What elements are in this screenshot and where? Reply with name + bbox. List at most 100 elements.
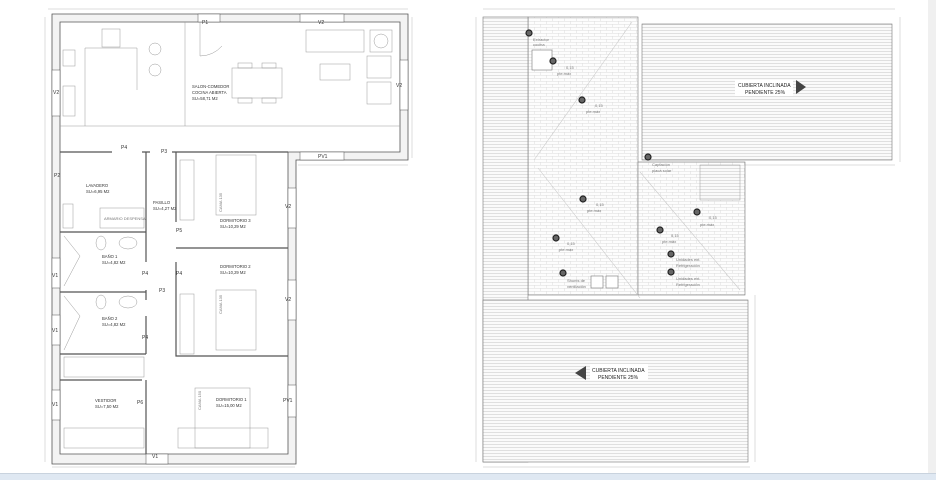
room-name: BAÑO 1 (102, 254, 118, 259)
room-name: COCINA ABIERTA (192, 90, 227, 95)
drain-icon (644, 153, 652, 161)
drain-icon (525, 29, 533, 37)
roof-notes: Extractor cocina 0,15 pte.máx 0,15 pte.m… (533, 37, 718, 289)
drain-icon (667, 250, 675, 258)
room-name: DORMITORIO 2 (220, 264, 251, 269)
opening-tag: V2 (53, 90, 59, 96)
note: Captación (652, 162, 670, 167)
label-background (590, 364, 648, 380)
ventilation-shunt (605, 275, 619, 289)
room-name: SALON-COMEDOR (192, 84, 229, 89)
opening-tag: V2 (285, 204, 291, 210)
note: 0,15 (567, 241, 576, 246)
note: Refrigeración (676, 263, 700, 268)
opening-tag: P4 (142, 335, 148, 341)
window-opening (145, 453, 169, 465)
window-opening (51, 257, 61, 289)
arrow-left-icon (575, 366, 586, 380)
arrow-right-icon (796, 80, 806, 94)
window-opening (51, 69, 61, 117)
roof-slope: PENDIENTE 25% (598, 375, 639, 381)
note: placa solar (652, 168, 672, 173)
opening-tag: V1 (152, 454, 158, 460)
room-area: SU=10,29 M2 (220, 224, 246, 229)
window-status-bar (0, 473, 936, 480)
architectural-drawing: SALON-COMEDOR COCINA ABIERTA SU=58,71 M2… (44, 8, 901, 468)
ventilation-shunt (590, 275, 604, 289)
drain-icon (559, 269, 567, 277)
room-labels: SALON-COMEDOR COCINA ABIERTA SU=58,71 M2… (86, 84, 251, 410)
opening-tag: PV1 (283, 398, 293, 404)
drain-icon (656, 226, 664, 234)
opening-tag: P1 (202, 20, 208, 26)
room-name: PASILLO (153, 200, 171, 205)
opening-tags: P1 V2 V2 V2 P4 P3 PV1 P2 V2 P5 P4 P4 P3 … (52, 20, 402, 460)
opening-tag: P5 (176, 228, 182, 234)
note: Extractor (533, 37, 550, 42)
beds (177, 154, 269, 449)
room-area: SU=15,00 M2 (216, 403, 242, 408)
opening-tag: V1 (52, 273, 58, 279)
room-area: SU=4,82 M2 (102, 260, 126, 265)
drain-icon (552, 234, 560, 242)
opening-tag: P3 (159, 288, 165, 294)
pitched-roof (482, 299, 749, 463)
furniture-label: ARMARIO DESPENSA (104, 216, 146, 221)
room-area: SU=4,82 M2 (102, 322, 126, 327)
slope-line (533, 21, 741, 299)
opening-tag: P6 (137, 400, 143, 406)
window-opening (299, 151, 345, 161)
drain-icon (693, 208, 701, 216)
room-area: SU=6,95 M2 (86, 189, 110, 194)
room-name: DORMITORIO 1 (216, 397, 247, 402)
note: 0,15 (671, 233, 680, 238)
room-area: SU=10,29 M2 (220, 270, 246, 275)
note: Refrigeración (676, 282, 700, 287)
roof-drains (525, 29, 701, 277)
opening-tag: P4 (121, 145, 127, 151)
room-name: VESTIDOR (95, 398, 116, 403)
opening-tag: V2 (318, 20, 324, 26)
note: ventilación (567, 284, 586, 289)
note: 0,15 (596, 202, 605, 207)
note: Unidades ext. (676, 257, 700, 262)
room-name: DORMITORIO 3 (220, 218, 251, 223)
room-area: SU=58,71 M2 (192, 96, 218, 101)
label-background (735, 80, 793, 96)
note: pte.máx (559, 247, 573, 252)
note: pte.máx (587, 208, 601, 213)
solar-panel (699, 164, 741, 201)
door-opening (197, 13, 221, 23)
room-area: SU=4,27 M2 (153, 206, 177, 211)
opening-tag: V2 (285, 297, 291, 303)
drain-icon (549, 57, 557, 65)
roof-slope: PENDIENTE 25% (745, 90, 786, 96)
kitchen-furniture (60, 22, 400, 127)
bathroom-fixtures (62, 159, 195, 449)
note: pte.máx (662, 239, 676, 244)
drain-icon (667, 268, 675, 276)
room-name: LAVADERO (86, 183, 109, 188)
living-furniture (231, 29, 393, 105)
room-name: BAÑO 2 (102, 316, 118, 321)
bed-label: CAMA 135 (218, 294, 223, 314)
window-scrollbar-edge (928, 0, 936, 474)
opening-tag: V1 (52, 328, 58, 334)
ground-floor-plan: SALON-COMEDOR COCINA ABIERTA SU=58,71 M2… (44, 8, 413, 468)
opening-tag: P2 (54, 173, 60, 179)
roof-plan: CUBIERTA INCLINADA PENDIENTE 25% CUBIERT… (475, 8, 901, 468)
note: 0,15 (595, 103, 604, 108)
opening-tag: V1 (52, 402, 58, 408)
window-opening (287, 279, 297, 321)
note: cocina (533, 42, 545, 47)
opening-tag: P3 (161, 149, 167, 155)
window-opening (287, 187, 297, 229)
window-opening (299, 13, 345, 23)
kitchen-extractor (531, 49, 553, 71)
note: pte.máx (586, 109, 600, 114)
roof-label: CUBIERTA INCLINADA (738, 83, 791, 89)
window-opening (51, 314, 61, 346)
drain-icon (579, 195, 587, 203)
bed-label: CAMA 135 (218, 192, 223, 212)
opening-tag: V2 (396, 83, 402, 89)
